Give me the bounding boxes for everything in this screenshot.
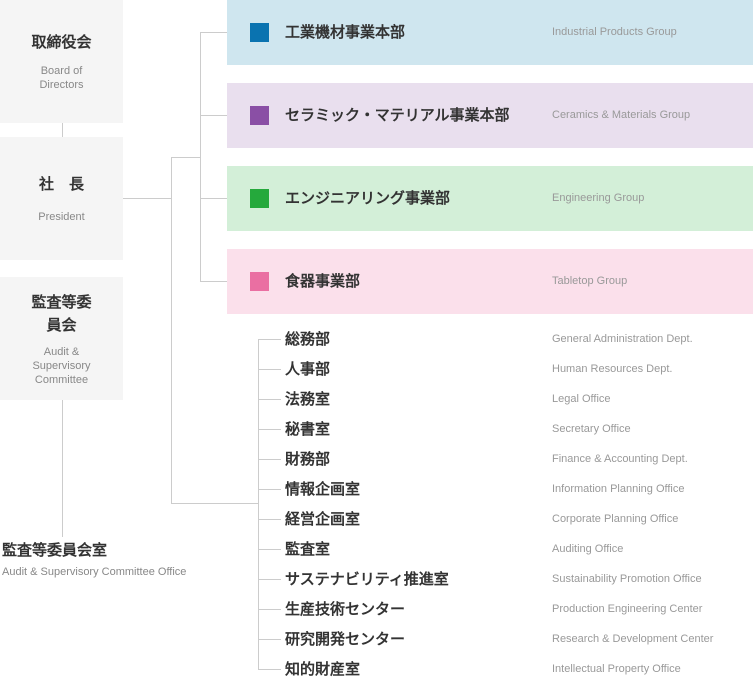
group-color-swatch (250, 23, 269, 42)
group-jp-label: エンジニアリング事業部 (285, 189, 451, 207)
dept-jp-label: 法務室 (285, 390, 331, 408)
dept-jp-label: 経営企画室 (285, 510, 361, 528)
dept-connector (258, 519, 281, 520)
dept-information-planning: 情報企画室 Information Planning Office (258, 475, 753, 505)
board-jp-label: 取締役会 (31, 33, 92, 51)
dept-jp-label: 財務部 (285, 450, 331, 468)
dept-connector (258, 459, 281, 460)
group-color-swatch (250, 272, 269, 291)
dept-connector (258, 549, 281, 550)
dept-jp-label: 総務部 (285, 330, 331, 348)
dept-research-development: 研究開発センター Research & Development Center (258, 625, 753, 655)
dept-en-label: Legal Office (552, 393, 611, 405)
dept-corporate-planning: 経営企画室 Corporate Planning Office (258, 505, 753, 535)
connector-trunk-depts (171, 503, 258, 504)
dept-en-label: Finance & Accounting Dept. (552, 453, 688, 465)
dept-en-label: Corporate Planning Office (552, 513, 679, 525)
dept-jp-label: 監査室 (285, 540, 331, 558)
group-industrial-products: 工業機材事業本部 Industrial Products Group (227, 0, 753, 65)
dept-connector (258, 399, 281, 400)
president-box: 社 長 President (0, 137, 123, 260)
audit-committee-jp-label: 監査等委員会 (31, 292, 92, 334)
group-en-label: Tabletop Group (552, 275, 628, 287)
connector-group-2 (200, 115, 227, 116)
dept-en-label: General Administration Dept. (552, 333, 693, 345)
group-ceramics-materials: セラミック・マテリアル事業本部 Ceramics & Materials Gro… (227, 83, 753, 148)
group-engineering: エンジニアリング事業部 Engineering Group (227, 166, 753, 231)
dept-secretary: 秘書室 Secretary Office (258, 415, 753, 445)
audit-office-en-label: Audit & Supervisory Committee Office (2, 566, 187, 578)
connector-board-president (62, 123, 63, 137)
dept-legal: 法務室 Legal Office (258, 385, 753, 415)
dept-jp-label: 知的財産室 (285, 660, 361, 678)
dept-human-resources: 人事部 Human Resources Dept. (258, 355, 753, 385)
dept-en-label: Secretary Office (552, 423, 631, 435)
dept-sustainability-promotion: サステナビリティ推進室 Sustainability Promotion Offi… (258, 565, 753, 595)
dept-connector (258, 429, 281, 430)
president-jp-label: 社 長 (38, 175, 84, 193)
dept-connector (258, 579, 281, 580)
dept-connector (258, 669, 281, 670)
group-color-swatch (250, 189, 269, 208)
dept-en-label: Human Resources Dept. (552, 363, 673, 375)
dept-connector (258, 609, 281, 610)
audit-committee-box: 監査等委員会 Audit & Supervisory Committee (0, 277, 123, 400)
connector-trunk-groups (171, 157, 200, 158)
group-color-swatch (250, 106, 269, 125)
board-of-directors-box: 取締役会 Board of Directors (0, 0, 123, 123)
dept-en-label: Auditing Office (552, 543, 624, 555)
group-tabletop: 食器事業部 Tabletop Group (227, 249, 753, 314)
dept-production-engineering: 生産技術センター Production Engineering Center (258, 595, 753, 625)
dept-auditing: 監査室 Auditing Office (258, 535, 753, 565)
dept-jp-label: 秘書室 (285, 420, 331, 438)
group-jp-label: セラミック・マテリアル事業本部 (285, 106, 510, 124)
connector-depts-vertical (258, 340, 259, 670)
connector-audit-office (62, 400, 63, 537)
audit-committee-en-label: Audit & Supervisory Committee (32, 345, 91, 386)
connector-group-3 (200, 198, 227, 199)
dept-jp-label: 情報企画室 (285, 480, 361, 498)
dept-jp-label: 研究開発センター (285, 630, 406, 648)
connector-group-1 (200, 32, 227, 33)
dept-jp-label: 人事部 (285, 360, 331, 378)
connector-groups-vertical (200, 32, 201, 282)
group-jp-label: 工業機材事業本部 (285, 23, 406, 41)
connector-president-trunk (123, 198, 171, 199)
dept-connector (258, 339, 281, 340)
connector-trunk-vertical (171, 157, 172, 503)
group-en-label: Engineering Group (552, 192, 645, 204)
president-en-label: President (38, 211, 85, 223)
dept-en-label: Sustainability Promotion Office (552, 573, 702, 585)
dept-general-administration: 総務部 General Administration Dept. (258, 325, 753, 355)
group-jp-label: 食器事業部 (285, 272, 361, 290)
dept-en-label: Information Planning Office (552, 483, 685, 495)
dept-finance-accounting: 財務部 Finance & Accounting Dept. (258, 445, 753, 475)
dept-en-label: Intellectual Property Office (552, 663, 681, 675)
dept-en-label: Research & Development Center (552, 633, 714, 645)
dept-jp-label: サステナビリティ推進室 (285, 570, 449, 588)
audit-office-jp-label: 監査等委員会室 (2, 541, 108, 559)
connector-group-4 (200, 281, 227, 282)
group-en-label: Ceramics & Materials Group (552, 109, 691, 121)
dept-intellectual-property: 知的財産室 Intellectual Property Office (258, 655, 753, 685)
dept-connector (258, 489, 281, 490)
dept-connector (258, 639, 281, 640)
dept-jp-label: 生産技術センター (285, 600, 406, 618)
dept-en-label: Production Engineering Center (552, 603, 703, 615)
group-en-label: Industrial Products Group (552, 26, 677, 38)
board-en-label: Board of Directors (39, 65, 84, 91)
dept-connector (258, 369, 281, 370)
